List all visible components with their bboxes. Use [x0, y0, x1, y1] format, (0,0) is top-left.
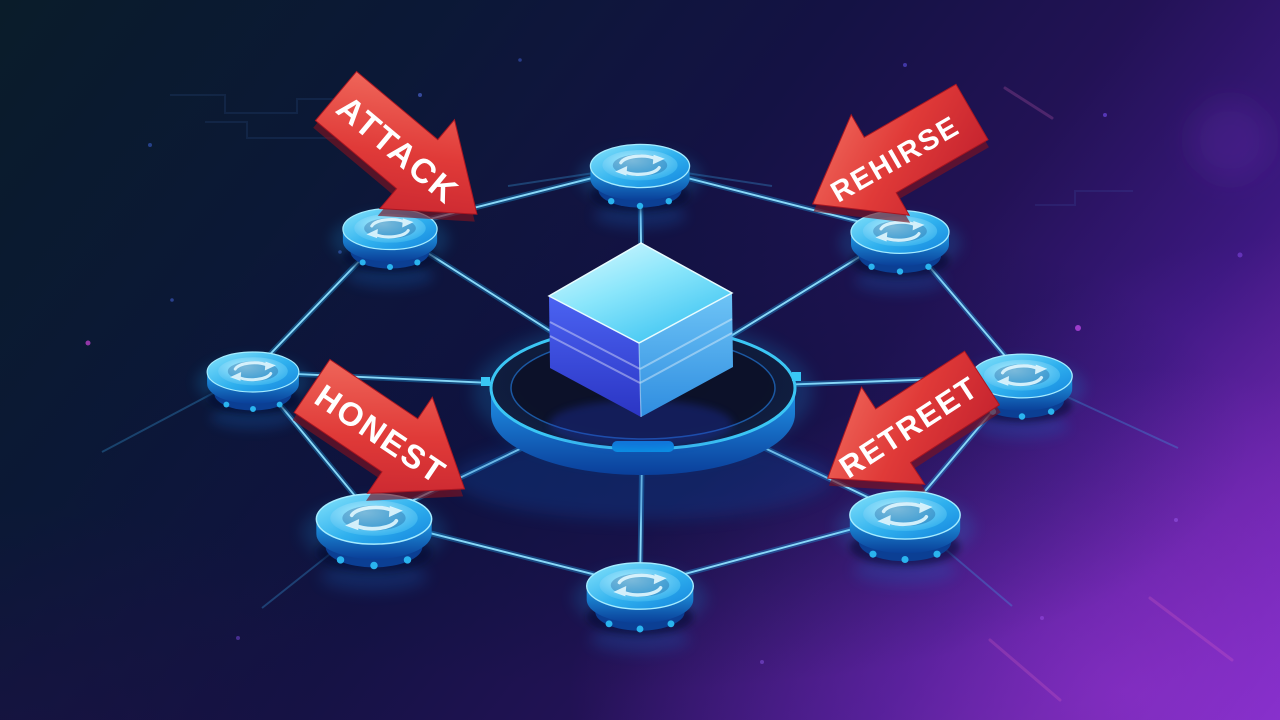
node-lower-left — [301, 494, 446, 592]
platform-connector-right — [792, 372, 801, 381]
node-upper-left — [331, 208, 450, 288]
pink-streaks — [988, 86, 1234, 702]
central-cube — [547, 242, 734, 448]
network-links — [101, 165, 1179, 609]
cube-left-face — [549, 296, 641, 417]
cube-right-face — [639, 293, 733, 417]
node-lower-right — [836, 491, 975, 584]
background-specks — [85, 58, 1270, 664]
node-upper-right — [838, 211, 961, 294]
node-mid-left — [195, 352, 310, 430]
node-bottom — [573, 563, 707, 653]
link-stubs — [101, 165, 1179, 609]
cube-seams — [549, 318, 733, 384]
platform-connector-left — [481, 377, 490, 386]
cube-reflection — [549, 400, 733, 448]
node-top — [578, 144, 703, 228]
circuit-traces — [170, 94, 1133, 206]
